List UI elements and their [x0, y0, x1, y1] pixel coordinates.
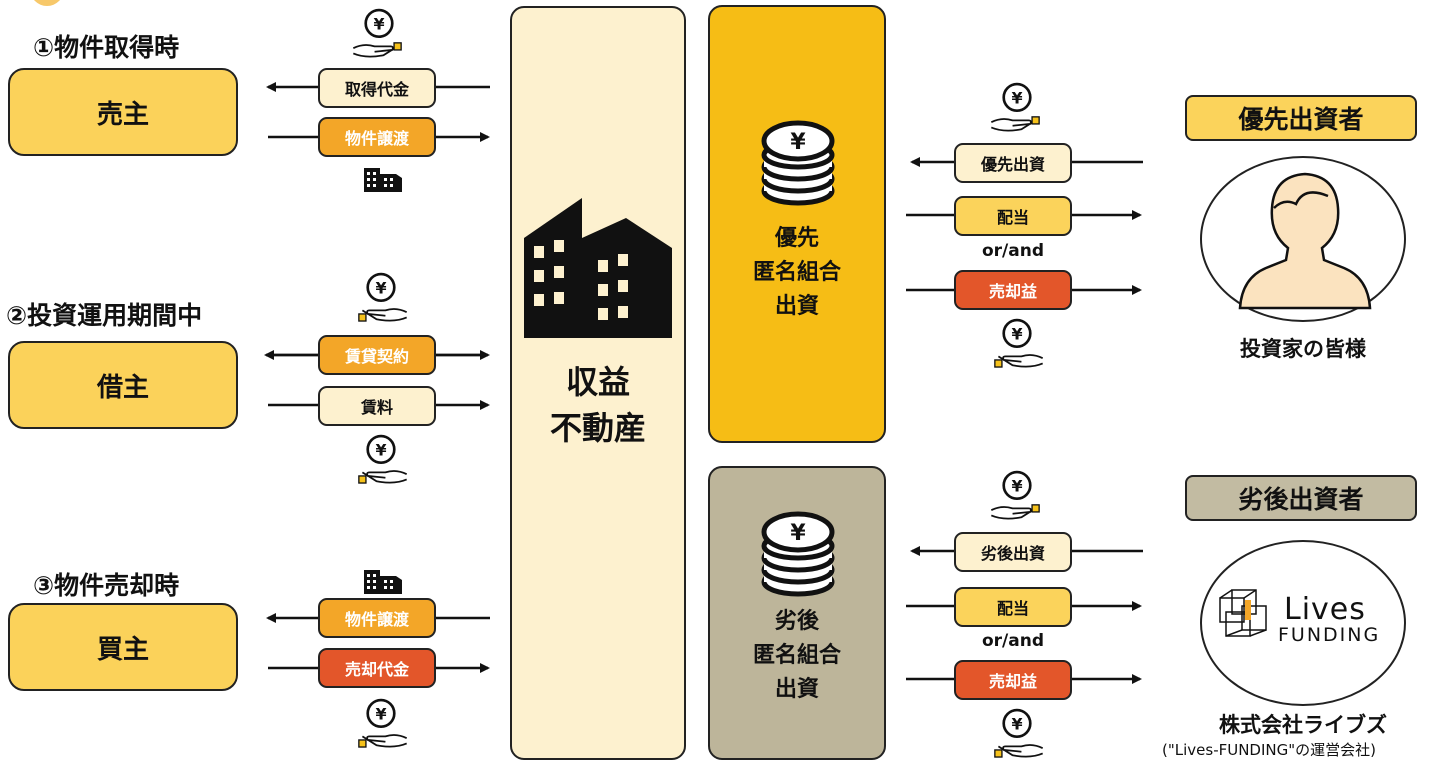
pill-junior-gain: 売却益	[954, 660, 1072, 700]
pill-acquisition-price: 取得代金	[318, 68, 436, 108]
pill-junior-investment: 劣後出資	[954, 532, 1072, 572]
yen-coin-hand-icon	[357, 434, 409, 485]
lives-funding-cube-icon	[1219, 589, 1267, 637]
junior-investor-role: 劣後出資者	[1185, 475, 1417, 521]
income-property-column: 収益 不動産	[510, 6, 686, 760]
phase-operation-title: ②投資運用期間中	[6, 301, 203, 330]
pill-senior-investment: 優先出資	[954, 143, 1072, 183]
pill-lease-contract: 賃貸契約	[318, 335, 436, 375]
party-buyer: 買主	[8, 603, 238, 691]
pill-rent: 賃料	[318, 386, 436, 426]
junior-fund-line3: 出資	[774, 677, 819, 702]
pill-senior-dividend: 配当	[954, 196, 1072, 236]
senior-fund-box: 優先 匿名組合 出資	[708, 5, 886, 443]
pill-sale-price: 売却代金	[318, 648, 436, 688]
phase-sale-title: ③物件売却時	[33, 571, 180, 600]
building-icon	[364, 168, 402, 192]
yen-coin-hand-icon	[993, 318, 1045, 369]
senior-fund-line2: 匿名組合	[752, 260, 841, 285]
corner-decoration	[30, 0, 64, 6]
senior-investor-role: 優先出資者	[1185, 95, 1417, 141]
building-icon	[524, 198, 672, 338]
company-name-caption: 株式会社ライブズ	[1219, 713, 1387, 737]
senior-investor-circle	[1200, 156, 1406, 322]
pill-junior-dividend: 配当	[954, 587, 1072, 627]
pill-senior-gain: 売却益	[954, 270, 1072, 310]
pill-property-transfer-out: 物件譲渡	[318, 598, 436, 638]
lives-funding-logo-circle: Lives FUNDING	[1200, 540, 1406, 706]
senior-investor-caption: 投資家の皆様	[1240, 337, 1366, 361]
income-property-line2: 不動産	[549, 409, 646, 447]
yen-coin-stack-icon	[758, 508, 838, 598]
senior-or-and: or/and	[981, 241, 1044, 261]
party-seller: 売主	[8, 68, 238, 156]
senior-fund-line1: 優先	[774, 226, 819, 251]
logo-text-funding: FUNDING	[1278, 624, 1381, 646]
building-icon	[364, 570, 402, 594]
person-avatar-icon	[1238, 172, 1372, 310]
yen-coin-hand-icon	[989, 470, 1041, 521]
yen-coin-hand-icon	[351, 8, 403, 59]
pill-property-transfer-in: 物件譲渡	[318, 117, 436, 157]
company-sub-caption: ("Lives-FUNDING"の運営会社)	[1162, 741, 1377, 759]
junior-fund-box: 劣後 匿名組合 出資	[708, 466, 886, 760]
yen-coin-stack-icon	[758, 117, 838, 207]
senior-fund-line3: 出資	[774, 294, 819, 319]
logo-text-lives: Lives	[1284, 592, 1366, 627]
yen-coin-hand-icon	[993, 708, 1045, 759]
junior-fund-line1: 劣後	[774, 609, 819, 634]
junior-fund-line2: 匿名組合	[752, 643, 841, 668]
income-property-line1: 収益	[565, 363, 630, 401]
junior-or-and: or/and	[981, 631, 1044, 651]
yen-coin-hand-icon	[357, 698, 409, 749]
party-tenant: 借主	[8, 341, 238, 429]
phase-acquisition-title: ①物件取得時	[33, 33, 180, 62]
yen-coin-hand-icon	[989, 82, 1041, 133]
yen-coin-hand-icon	[357, 272, 409, 323]
